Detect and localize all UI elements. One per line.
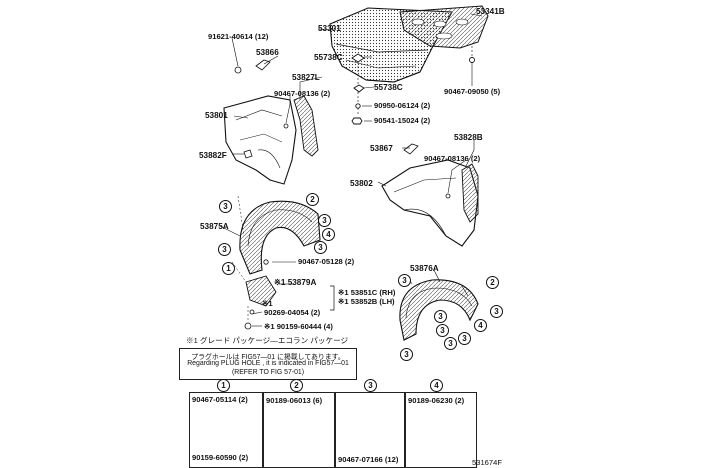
callout-3[interactable]: 3 xyxy=(398,274,411,287)
callout-2[interactable]: 2 xyxy=(306,193,319,206)
detail-1-part-b[interactable]: 90159-60590 (2) xyxy=(192,453,249,462)
clip-90467-05128 xyxy=(263,259,269,265)
clip-90467-08136-r xyxy=(445,193,451,199)
label-53828b[interactable]: 53828B xyxy=(454,133,483,142)
callout-1[interactable]: 1 xyxy=(222,262,235,275)
detail-panel-2: 90189-06013 (6) xyxy=(263,392,335,468)
front-fender-rh xyxy=(381,159,479,247)
label-90467-09050[interactable]: 90467-09050 (5) xyxy=(444,87,501,96)
label-55738c-lower[interactable]: 55738C xyxy=(374,83,403,92)
label-53866[interactable]: 53866 xyxy=(256,48,279,57)
clip-90467-08136-l xyxy=(283,123,289,129)
label-90467-08136-rh[interactable]: 90467-08136 (2) xyxy=(424,154,481,163)
label-90269-04054[interactable]: 90269-04054 (2) xyxy=(264,308,321,317)
label-53875a[interactable]: 53875A xyxy=(200,222,229,231)
hood-insulator xyxy=(399,5,489,49)
detail-3-part-a[interactable]: 90467-07166 (12) xyxy=(338,455,399,464)
callout-3[interactable]: 3 xyxy=(434,310,447,323)
label-90159-60444[interactable]: ※1 90159-60444 (4) xyxy=(264,322,333,331)
screw-90269 xyxy=(249,309,255,315)
callout-3[interactable]: 3 xyxy=(314,241,327,254)
seal-53882f xyxy=(243,149,253,159)
callout-3[interactable]: 3 xyxy=(458,332,471,345)
label-55738c-upper[interactable]: 55738C xyxy=(314,53,343,62)
detail-4-part-a[interactable]: 90189-06230 (2) xyxy=(408,396,465,405)
label-53876a[interactable]: 53876A xyxy=(410,264,439,273)
figure-code: 531674F xyxy=(472,458,502,467)
label-91621-40614[interactable]: 91621-40614 (12) xyxy=(208,32,269,41)
detail-panel-4: 90189-06230 (2) xyxy=(405,392,477,468)
label-53827l[interactable]: 53827L xyxy=(292,73,320,82)
detail-panel-3: 90467-07166 (12) xyxy=(335,392,405,468)
label-90950-06124[interactable]: 90950-06124 (2) xyxy=(374,101,431,110)
callout-3[interactable]: 3 xyxy=(444,337,457,350)
screw-90159-60444 xyxy=(244,322,252,330)
note-line-japanese: プラグホールは FIG57―01 に掲載してあります。 xyxy=(191,354,345,361)
label-53879a[interactable]: ※1 53879A xyxy=(274,278,317,287)
clip-55738c-lower xyxy=(353,84,365,93)
detail-panel-1: 90467-05114 (2) 90159-60590 (2) xyxy=(189,392,263,468)
note-line-english: Regarding PLUG HOLE , it is indicated in… xyxy=(187,360,349,367)
callout-4[interactable]: 4 xyxy=(474,319,487,332)
label-53301[interactable]: 53301 xyxy=(318,24,341,33)
fender-bracket-53828b xyxy=(461,163,479,223)
fender-liner-lh xyxy=(239,200,321,275)
detail-3-number[interactable]: 3 xyxy=(364,379,377,392)
callout-3[interactable]: 3 xyxy=(218,243,231,256)
callout-3[interactable]: 3 xyxy=(436,324,449,337)
front-fender-lh xyxy=(223,95,297,185)
detail-2-part-a[interactable]: 90189-06013 (6) xyxy=(266,396,323,405)
label-star1: ※1 xyxy=(262,299,273,308)
label-90467-05128[interactable]: 90467-05128 (2) xyxy=(298,257,355,266)
callout-4[interactable]: 4 xyxy=(322,228,335,241)
nut-90541 xyxy=(351,117,363,125)
callout-2[interactable]: 2 xyxy=(486,276,499,289)
shield-53879a xyxy=(245,275,277,307)
label-90541-15024[interactable]: 90541-15024 (2) xyxy=(374,116,431,125)
callout-3[interactable]: 3 xyxy=(490,305,503,318)
fender-bracket-53827l xyxy=(293,95,319,157)
callout-3[interactable]: 3 xyxy=(219,200,232,213)
screw-90950 xyxy=(355,103,361,109)
label-53852b[interactable]: ※1 53852B (LH) xyxy=(338,297,395,306)
label-53802[interactable]: 53802 xyxy=(350,179,373,188)
label-53341b[interactable]: 53341B xyxy=(476,7,505,16)
label-90467-08136-lh[interactable]: 90467-08136 (2) xyxy=(274,89,331,98)
clip-90467-09050 xyxy=(469,57,475,63)
plug-hole-note-box: プラグホールは FIG57―01 に掲載してあります。 Regarding PL… xyxy=(179,348,357,380)
callout-3[interactable]: 3 xyxy=(318,214,331,227)
label-53882f[interactable]: 53882F xyxy=(199,151,227,160)
label-53851c[interactable]: ※1 53851C (RH) xyxy=(338,288,396,297)
note-grade-package: ※1 グレード パッケージ―エコラン パッケージ xyxy=(186,336,349,345)
clip-55738c-upper xyxy=(351,53,365,63)
callout-3[interactable]: 3 xyxy=(400,348,413,361)
bolt-91621 xyxy=(234,66,242,74)
fender-liner-rh xyxy=(399,279,479,341)
label-53867[interactable]: 53867 xyxy=(370,144,393,153)
detail-2-number[interactable]: 2 xyxy=(290,379,303,392)
detail-4-number[interactable]: 4 xyxy=(430,379,443,392)
label-53801[interactable]: 53801 xyxy=(205,111,228,120)
note-line-refer[interactable]: (REFER TO FIG 57-01) xyxy=(231,369,305,376)
detail-1-part-a[interactable]: 90467-05114 (2) xyxy=(192,395,248,404)
detail-1-number[interactable]: 1 xyxy=(217,379,230,392)
seal-53867 xyxy=(403,143,419,155)
